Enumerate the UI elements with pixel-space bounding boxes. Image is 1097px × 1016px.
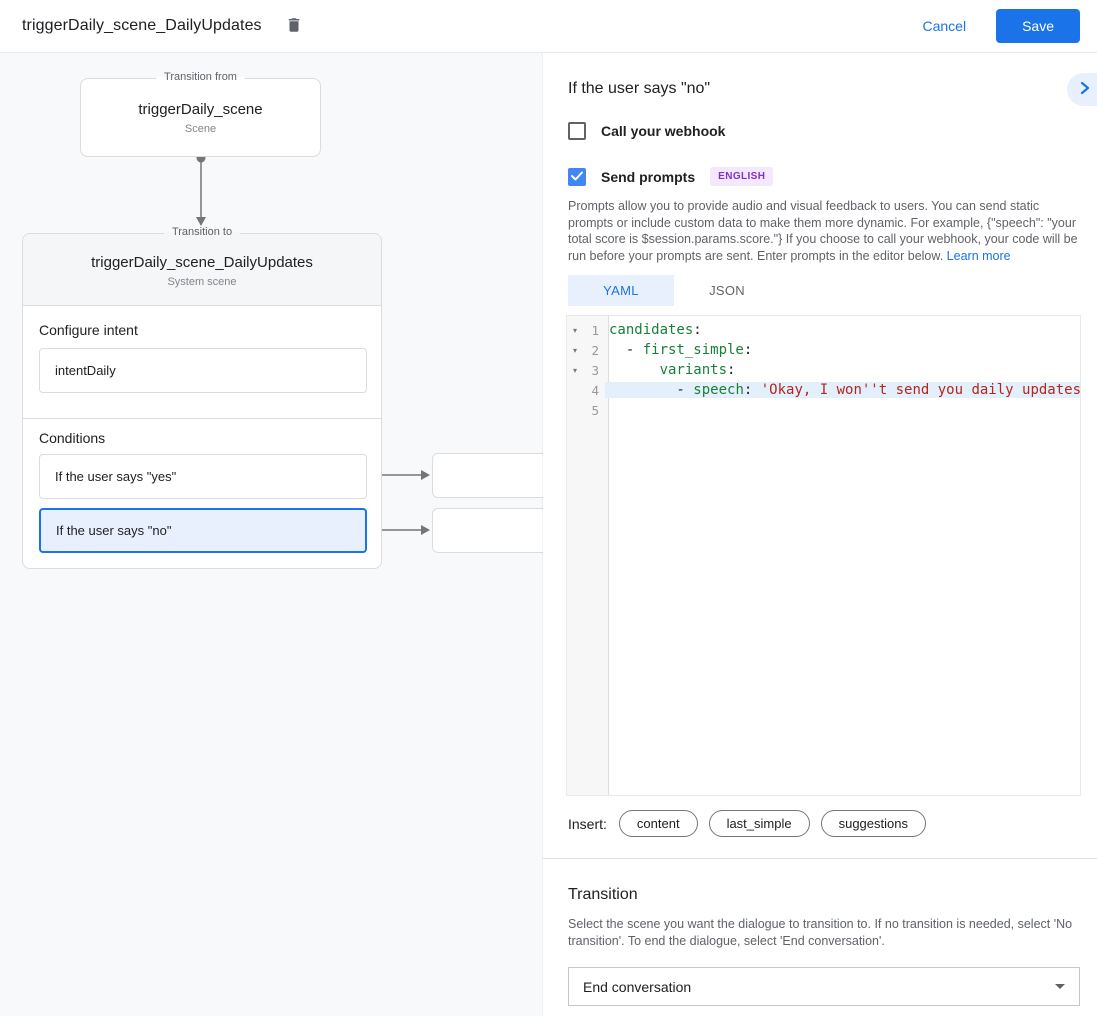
fold-toggle-icon[interactable]: ▾ [572, 345, 577, 355]
dropdown-caret-icon [1055, 984, 1065, 989]
condition-no-label: If the user says "no" [56, 523, 172, 538]
condition-detail-panel: If the user says "no" Call your webhook … [543, 53, 1097, 1016]
delete-button[interactable] [280, 12, 308, 40]
code-line-active: 4 - speech: 'Okay, I won''t send you dai… [567, 380, 1080, 400]
page-title: triggerDaily_scene_DailyUpdates [22, 17, 262, 34]
prompts-description-text: Prompts allow you to provide audio and v… [568, 199, 1078, 263]
intent-value: intentDaily [55, 363, 116, 378]
learn-more-link[interactable]: Learn more [946, 248, 1011, 263]
line-number: 1 [591, 322, 599, 338]
prompt-code-editor[interactable]: ▾ 1 candidates: ▾ 2 - first_simple: ▾ 3 … [566, 315, 1081, 796]
tab-json[interactable]: JSON [709, 283, 745, 298]
transition-from-node[interactable]: Transition from triggerDaily_scene Scene [80, 71, 321, 157]
insert-suggestions-chip[interactable]: suggestions [820, 810, 926, 837]
transition-from-label: Transition from [156, 71, 245, 83]
code-line: 5 [567, 400, 1080, 420]
prompts-description: Prompts allow you to provide audio and v… [568, 198, 1083, 264]
yes-target-node[interactable] [432, 453, 543, 498]
configure-intent-heading: Configure intent [39, 322, 138, 338]
fold-toggle-icon[interactable]: ▾ [572, 365, 577, 375]
condition-yes[interactable]: If the user says "yes" [39, 454, 367, 499]
code-text: candidates: [609, 322, 702, 338]
webhook-checkbox[interactable] [568, 122, 586, 140]
top-bar: triggerDaily_scene_DailyUpdates Cancel S… [0, 0, 1097, 53]
webhook-row: Call your webhook [568, 122, 725, 140]
no-target-node[interactable] [432, 508, 543, 553]
panel-divider [543, 858, 1097, 859]
editor-gutter [567, 316, 609, 795]
code-text: - first_simple: [609, 342, 753, 358]
insert-row: Insert: content last_simple suggestions [568, 810, 937, 837]
collapse-panel-button[interactable] [1067, 73, 1097, 106]
conditions-heading: Conditions [39, 430, 106, 446]
panel-title: If the user says "no" [568, 80, 711, 97]
transition-description: Select the scene you want the dialogue t… [568, 917, 1073, 948]
code-line: ▾ 3 variants: [567, 360, 1080, 380]
section-divider [23, 418, 381, 419]
language-badge: ENGLISH [710, 167, 774, 186]
condition-no[interactable]: If the user says "no" [39, 508, 367, 553]
editor-tabs: YAML JSON [568, 275, 780, 306]
insert-last-simple-chip[interactable]: last_simple [708, 810, 810, 837]
insert-label: Insert: [568, 815, 607, 832]
trash-icon [285, 15, 303, 38]
send-prompts-checkbox[interactable] [568, 167, 586, 186]
cancel-button[interactable]: Cancel [922, 18, 967, 34]
chevron-right-icon [1079, 81, 1091, 98]
code-text: variants: [659, 362, 736, 378]
transition-heading: Transition [568, 886, 638, 903]
tab-yaml[interactable]: YAML [568, 275, 674, 306]
line-number: 2 [591, 342, 599, 358]
from-scene-type: Scene [184, 123, 217, 135]
code-line: ▾ 1 candidates: [567, 320, 1080, 340]
transition-to-label: Transition to [163, 226, 241, 238]
to-scene-type: System scene [167, 276, 237, 288]
from-scene-name: triggerDaily_scene [138, 101, 263, 118]
code-line: ▾ 2 - first_simple: [567, 340, 1080, 360]
insert-content-chip[interactable]: content [618, 810, 698, 837]
send-prompts-label: Send prompts [601, 168, 696, 185]
webhook-label: Call your webhook [601, 123, 726, 139]
save-button[interactable]: Save [996, 9, 1080, 43]
condition-yes-label: If the user says "yes" [55, 469, 177, 484]
transition-select-value: End conversation [583, 978, 692, 995]
transition-to-node: Transition to triggerDaily_scene_DailyUp… [22, 226, 382, 569]
line-number: 4 [591, 382, 599, 398]
code-text: - speech: 'Okay, I won''t send you daily… [605, 382, 1080, 398]
line-number: 5 [591, 402, 599, 418]
fold-toggle-icon[interactable]: ▾ [572, 325, 577, 335]
to-scene-header: triggerDaily_scene_DailyUpdates System s… [23, 234, 381, 306]
send-prompts-row: Send prompts ENGLISH [568, 167, 774, 186]
intent-field[interactable]: intentDaily [39, 348, 367, 393]
line-number: 3 [591, 362, 599, 378]
scene-diagram-canvas: Transition from triggerDaily_scene Scene… [0, 53, 543, 1016]
check-icon [571, 168, 583, 186]
transition-select[interactable]: End conversation [568, 967, 1080, 1006]
to-scene-name: triggerDaily_scene_DailyUpdates [91, 254, 313, 271]
